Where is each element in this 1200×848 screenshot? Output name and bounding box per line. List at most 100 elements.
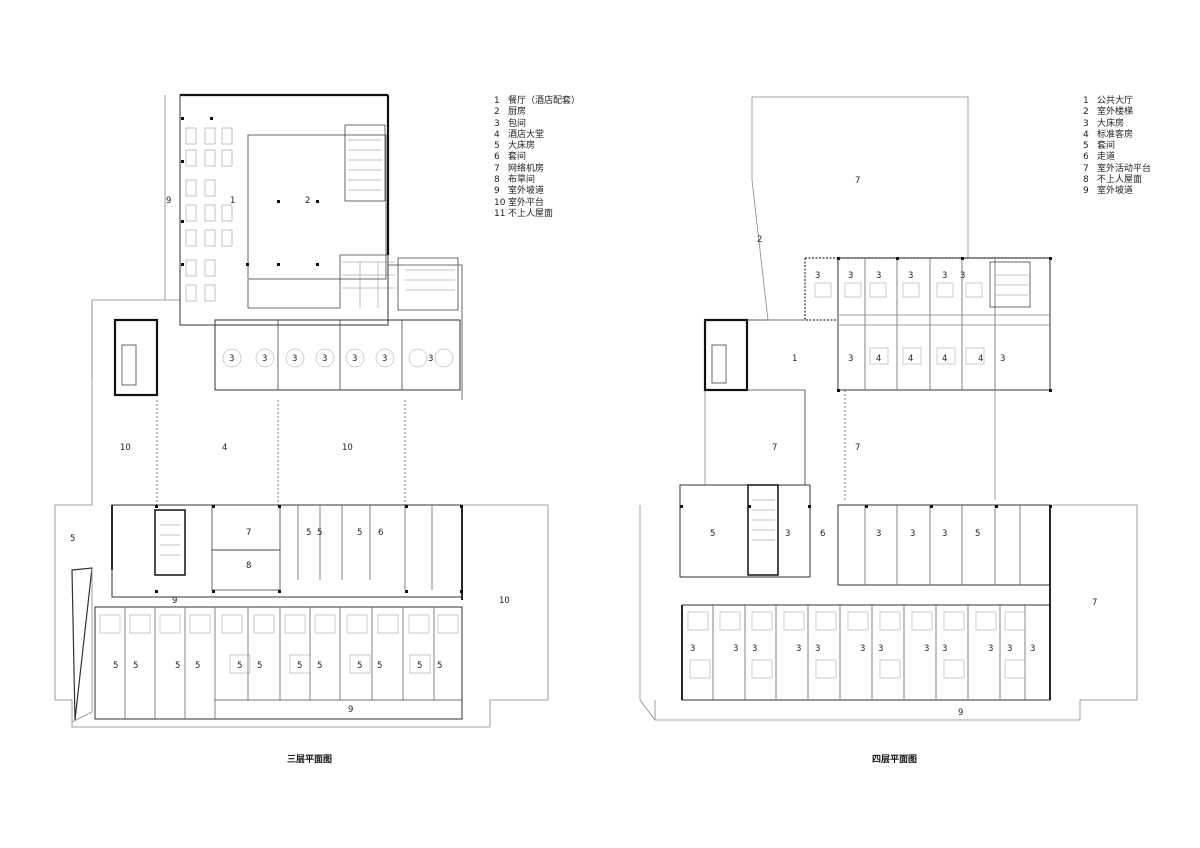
room-label: 3 <box>860 644 865 654</box>
room-label: 1 <box>230 196 235 206</box>
room-label: 4 <box>942 354 947 364</box>
room-label: 3 <box>262 354 267 364</box>
room-label: 5 <box>357 661 362 671</box>
room-label: 9 <box>958 708 963 718</box>
room-label: 2 <box>305 196 310 206</box>
room-label: 5 <box>377 661 382 671</box>
room-label: 10 <box>120 443 131 453</box>
room-label: 3 <box>878 644 883 654</box>
room-label: 3 <box>428 354 433 364</box>
room-label: 7 <box>855 176 860 186</box>
floor-3-caption: 三层平面图 <box>287 755 333 765</box>
floor-plan-4 <box>639 96 1138 721</box>
room-label: 5 <box>306 528 311 538</box>
room-label: 10 <box>342 443 353 453</box>
room-label: 9 <box>348 705 353 715</box>
room-label: 3 <box>848 354 853 364</box>
room-label: 3 <box>1030 644 1035 654</box>
room-label: 7 <box>855 443 860 453</box>
room-label: 3 <box>796 644 801 654</box>
room-label: 4 <box>222 443 227 453</box>
room-labels: 9 1 2 3 3 3 3 3 3 3 10 4 10 5 7 8 5 5 5 … <box>70 176 1097 718</box>
room-label: 5 <box>113 661 118 671</box>
room-label: 3 <box>229 354 234 364</box>
room-label: 3 <box>988 644 993 654</box>
room-label: 2 <box>757 235 762 245</box>
room-label: 7 <box>772 443 777 453</box>
room-label: 3 <box>785 529 790 539</box>
room-label: 8 <box>246 561 251 571</box>
room-label: 3 <box>382 354 387 364</box>
room-label: 6 <box>378 528 383 538</box>
room-label: 3 <box>322 354 327 364</box>
room-label: 3 <box>815 644 820 654</box>
room-label: 5 <box>317 661 322 671</box>
room-label: 3 <box>876 529 881 539</box>
room-label: 3 <box>942 644 947 654</box>
room-label: 3 <box>292 354 297 364</box>
room-label: 5 <box>257 661 262 671</box>
room-label: 7 <box>1092 598 1097 608</box>
room-label: 3 <box>876 271 881 281</box>
room-label: 5 <box>357 528 362 538</box>
room-label: 3 <box>815 271 820 281</box>
room-label: 3 <box>1000 354 1005 364</box>
room-label: 3 <box>690 644 695 654</box>
floor-plan-3 <box>54 93 549 728</box>
room-label: 3 <box>848 271 853 281</box>
room-label: 5 <box>975 529 980 539</box>
room-label: 5 <box>317 528 322 538</box>
room-label: 4 <box>876 354 881 364</box>
room-label: 3 <box>910 529 915 539</box>
room-label: 5 <box>710 529 715 539</box>
room-label: 9 <box>166 196 171 206</box>
room-label: 5 <box>195 661 200 671</box>
room-label: 10 <box>499 596 510 606</box>
room-label: 4 <box>978 354 983 364</box>
room-label: 3 <box>352 354 357 364</box>
room-label: 3 <box>942 271 947 281</box>
room-label: 3 <box>924 644 929 654</box>
room-label: 4 <box>908 354 913 364</box>
room-label: 3 <box>752 644 757 654</box>
room-label: 5 <box>297 661 302 671</box>
room-label: 3 <box>960 271 965 281</box>
room-label: 5 <box>70 534 75 544</box>
room-label: 3 <box>1007 644 1012 654</box>
floor-4-caption: 四层平面图 <box>872 755 918 765</box>
room-label: 5 <box>175 661 180 671</box>
room-label: 3 <box>908 271 913 281</box>
room-label: 5 <box>437 661 442 671</box>
room-label: 5 <box>133 661 138 671</box>
room-label: 1 <box>792 354 797 364</box>
room-label: 6 <box>820 529 825 539</box>
room-label: 5 <box>237 661 242 671</box>
room-label: 5 <box>417 661 422 671</box>
room-label: 7 <box>246 528 251 538</box>
room-label: 9 <box>172 596 177 606</box>
room-label: 3 <box>942 529 947 539</box>
